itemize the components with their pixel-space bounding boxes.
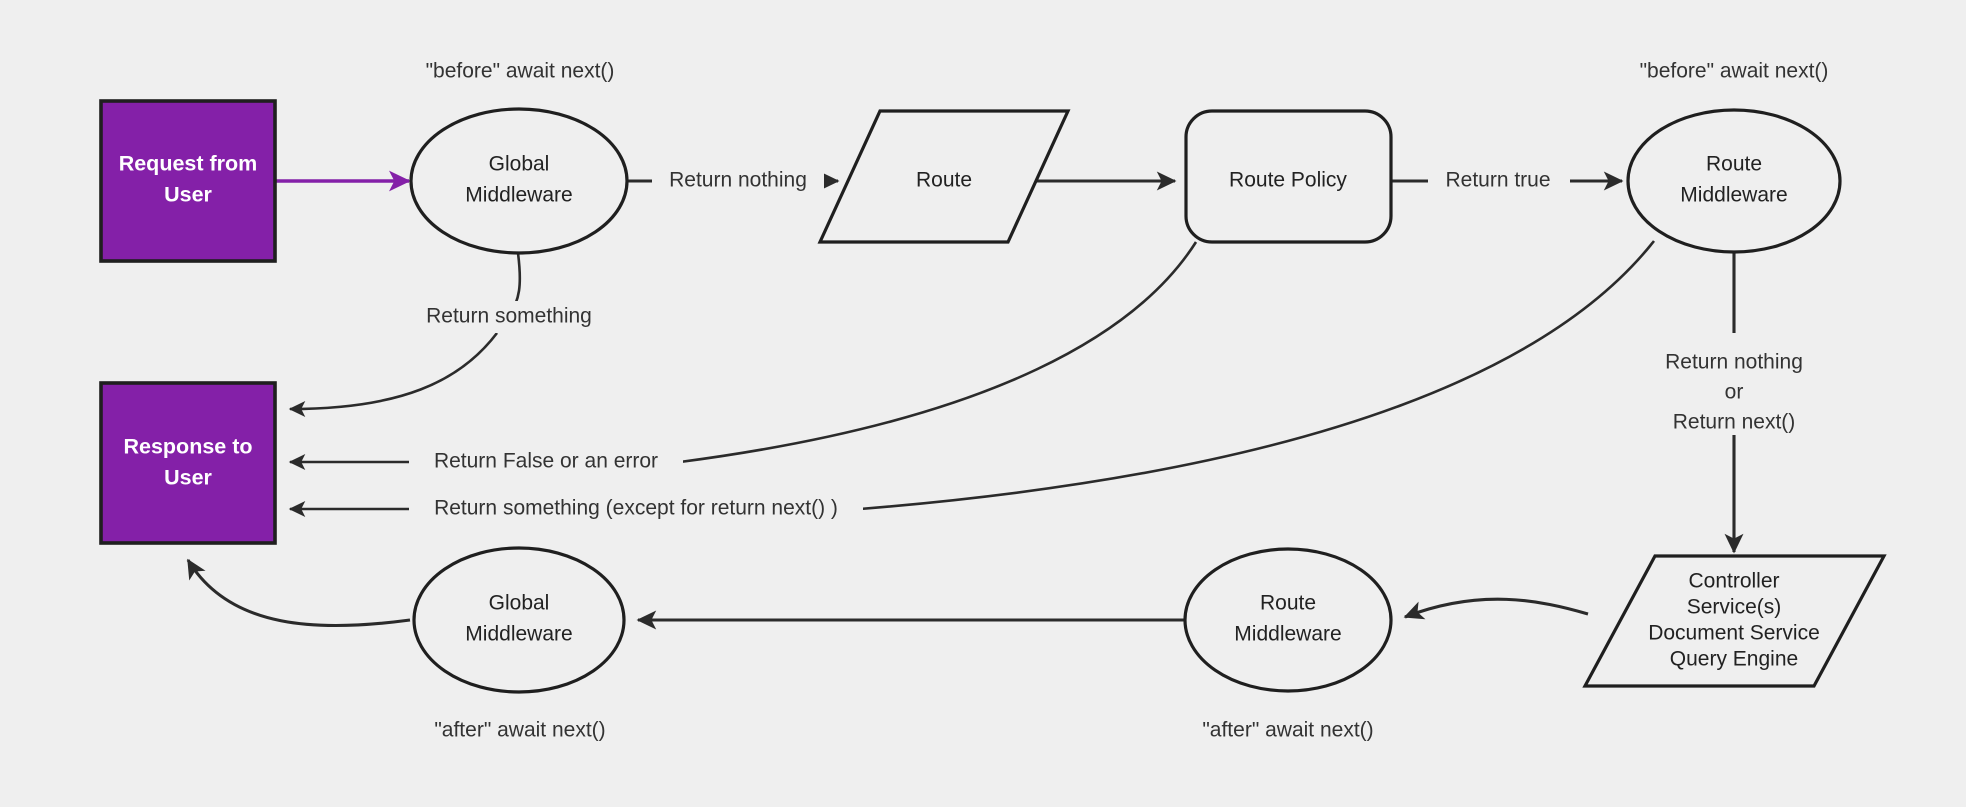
edge-label-return-nothing-or-next-line1: Return nothing	[1665, 351, 1803, 374]
node-request-from-user-line1: Request from	[119, 152, 258, 176]
edge-label-return-nothing-text: Return nothing	[669, 169, 807, 192]
node-route-middleware-bottom-line2: Middleware	[1234, 623, 1341, 646]
node-global-middleware-bottom-line1: Global	[489, 592, 550, 615]
edge-controller-to-route-middleware-bottom	[1403, 597, 1589, 620]
edge-label-return-something: Return something	[411, 301, 607, 333]
node-route-policy[interactable]: Route Policy	[1184, 109, 1393, 244]
node-global-middleware-top[interactable]: Global Middleware	[409, 107, 629, 255]
edge-route-middleware-return-something-except	[288, 240, 1656, 517]
node-request-from-user-line2: User	[164, 183, 212, 207]
node-controller-line1: Controller	[1688, 570, 1779, 593]
edge-label-return-something-except-next: Return something (except for return next…	[409, 494, 863, 525]
node-route-middleware-top-line1: Route	[1706, 153, 1762, 176]
node-controller[interactable]: Controller Service(s) Document Service Q…	[1582, 554, 1887, 688]
node-route[interactable]: Route	[817, 109, 1071, 244]
edge-label-return-nothing-or-next-line2: or	[1725, 381, 1744, 404]
node-route-middleware-top[interactable]: Route Middleware	[1626, 108, 1842, 254]
node-request-from-user[interactable]: Request from User	[99, 99, 277, 263]
edge-label-return-false-or-error: Return False or an error	[409, 447, 683, 478]
node-global-middleware-top-line2: Middleware	[465, 184, 572, 207]
annotation-before-await-next-right: "before" await next()	[1620, 56, 1848, 86]
edge-global-middleware-bottom-to-response	[186, 558, 411, 628]
annotation-before-await-next-left: "before" await next()	[406, 56, 634, 86]
node-route-policy-label: Route Policy	[1229, 169, 1347, 192]
annotation-before-await-next-right-text: "before" await next()	[1640, 60, 1829, 83]
edge-label-return-nothing: Return nothing	[652, 166, 824, 196]
node-response-to-user-line2: User	[164, 466, 212, 490]
edge-label-return-false-or-error-text: Return False or an error	[434, 450, 658, 473]
edge-label-return-something-text: Return something	[426, 305, 592, 328]
edge-label-return-nothing-or-next: Return nothing or Return next()	[1640, 347, 1830, 435]
node-route-middleware-bottom-line1: Route	[1260, 592, 1316, 615]
node-route-label: Route	[916, 169, 972, 192]
node-global-middleware-top-line1: Global	[489, 153, 550, 176]
edge-label-return-true: Return true	[1428, 166, 1568, 196]
edge-label-return-nothing-or-next-line3: Return next()	[1673, 411, 1796, 434]
node-route-middleware-bottom[interactable]: Route Middleware	[1183, 547, 1393, 693]
node-route-middleware-top-line2: Middleware	[1680, 184, 1787, 207]
node-response-to-user-line1: Response to	[123, 435, 252, 459]
annotation-after-await-next-right-text: "after" await next()	[1202, 719, 1373, 742]
node-controller-line4: Query Engine	[1670, 648, 1798, 671]
annotation-before-await-next-left-text: "before" await next()	[426, 60, 615, 83]
node-global-middleware-bottom[interactable]: Global Middleware	[412, 546, 626, 694]
node-response-to-user[interactable]: Response to User	[99, 381, 277, 545]
annotation-after-await-next-left: "after" await next()	[410, 716, 630, 746]
edge-label-return-something-except-next-text: Return something (except for return next…	[434, 497, 838, 520]
edge-label-return-true-text: Return true	[1445, 169, 1550, 192]
node-global-middleware-bottom-line2: Middleware	[465, 623, 572, 646]
annotation-after-await-next-left-text: "after" await next()	[434, 719, 605, 742]
node-controller-line3: Document Service	[1648, 622, 1820, 645]
node-controller-line2: Service(s)	[1687, 596, 1782, 619]
edge-route-policy-return-false	[288, 241, 1198, 470]
annotation-after-await-next-right: "after" await next()	[1178, 716, 1398, 746]
